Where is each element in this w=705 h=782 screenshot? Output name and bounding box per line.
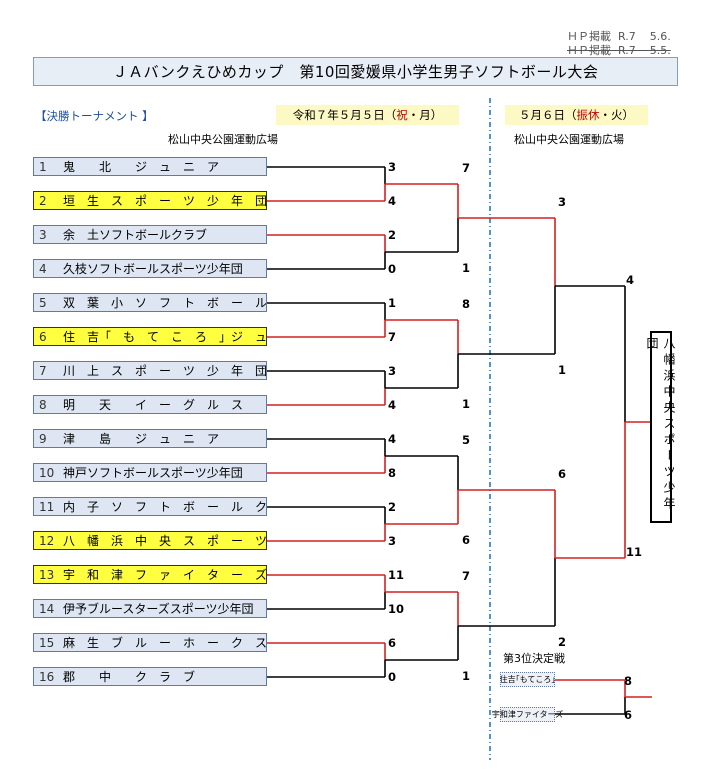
match-score: 3 <box>388 160 397 174</box>
team-number: 15 <box>39 635 55 650</box>
third-place-score-b: 6 <box>624 708 633 722</box>
section-label: 【決勝トーナメント 】 <box>35 109 154 123</box>
team-number: 10 <box>39 465 55 480</box>
team-name: 宇 和 津 フ ァ イ タ ー ズ <box>63 568 266 582</box>
team-box: 13 宇 和 津 フ ァ イ タ ー ズ <box>33 565 267 584</box>
match-score: 3 <box>388 364 397 378</box>
match-score: 1 <box>388 296 397 310</box>
team-number: 14 <box>39 601 55 616</box>
match-score: 6 <box>388 636 397 650</box>
team-box: 5 双 葉 小 ソ フ ト ボ ー ル 部 <box>33 293 267 312</box>
match-score: 7 <box>388 330 397 344</box>
match-score: 10 <box>388 602 405 616</box>
day2-venue: 松山中央公園運動広場 <box>514 133 624 146</box>
day2-date-suffix: ・火） <box>599 108 635 122</box>
match-score: 4 <box>388 194 397 208</box>
match-score: 5 <box>462 433 471 447</box>
team-name: 明 天 イ ー グ ル ス <box>63 398 244 412</box>
team-name: 垣 生 ス ポ ー ツ 少 年 団 <box>63 194 266 208</box>
team-number: 6 <box>39 329 47 344</box>
team-name: 神戸ソフトボールスポーツ少年団 <box>63 466 243 480</box>
match-score: 4 <box>388 432 397 446</box>
match-score: 0 <box>388 262 397 276</box>
day1-date: 令和７年５月５日（祝・月） <box>276 105 459 125</box>
team-name: 住 吉「 も て こ ろ 」ジ ュ ニ ア <box>63 330 266 344</box>
match-score: 4 <box>388 398 397 412</box>
match-score: 3 <box>388 534 397 548</box>
match-score: 1 <box>462 397 471 411</box>
match-score: 2 <box>558 635 567 649</box>
team-number: 1 <box>39 159 47 174</box>
match-score: 11 <box>626 545 643 559</box>
day2-date-prefix: ５月６日（ <box>519 108 577 122</box>
team-number: 7 <box>39 363 47 378</box>
day1-date-prefix: 令和７年５月５日（ <box>292 108 397 122</box>
third-place-label: 第3位決定戦 <box>503 652 565 665</box>
team-box: 3 余 土ソフトボールクラブ <box>33 225 267 244</box>
team-number: 2 <box>39 193 47 208</box>
posted-date-current: ＨＰ掲載 R.7 5.6. <box>567 30 671 43</box>
team-number: 13 <box>39 567 55 582</box>
posted-date-old: ＨＰ掲載 R.7 5.5. <box>567 44 671 57</box>
day1-date-suffix: ・月） <box>407 108 443 122</box>
match-score: 2 <box>388 228 397 242</box>
match-score: 7 <box>462 569 471 583</box>
team-name: 津 島 ジ ュ ニ ア <box>63 432 220 446</box>
team-box: 10 神戸ソフトボールスポーツ少年団 <box>33 463 267 482</box>
match-score: 7 <box>462 161 471 175</box>
team-number: 11 <box>39 499 55 514</box>
team-box: 4 久枝ソフトボールスポーツ少年団 <box>33 259 267 278</box>
team-number: 16 <box>39 669 55 684</box>
match-score: 1 <box>462 261 471 275</box>
team-box: 1 鬼 北 ジ ュ ニ ア <box>33 157 267 176</box>
team-box: 11 内 子 ソ フ ト ボ ー ル ク ラ ブ <box>33 497 267 516</box>
third-place-score-a: 8 <box>624 674 633 688</box>
team-number: 9 <box>39 431 47 446</box>
team-box: 7 川 上 ス ポ ー ツ 少 年 団 <box>33 361 267 380</box>
match-score: 11 <box>388 568 405 582</box>
team-name: 郡 中 ク ラ ブ <box>63 670 196 684</box>
team-number: 12 <box>39 533 55 548</box>
team-box: 14 伊予ブルースターズスポーツ少年団 <box>33 599 267 618</box>
team-box: 2 垣 生 ス ポ ー ツ 少 年 団 <box>33 191 267 210</box>
team-name: 余 土ソフトボールクラブ <box>63 228 208 242</box>
match-score: 6 <box>462 533 471 547</box>
match-score: 3 <box>558 195 567 209</box>
match-score: 8 <box>388 466 397 480</box>
champion-box: 八幡浜中央スポーツ少年団 <box>645 331 676 523</box>
match-score: 1 <box>462 669 471 683</box>
team-number: 5 <box>39 295 47 310</box>
match-score: 8 <box>462 297 471 311</box>
match-score: 0 <box>388 670 397 684</box>
team-name: 双 葉 小 ソ フ ト ボ ー ル 部 <box>63 296 266 310</box>
team-box: 6 住 吉「 も て こ ろ 」ジ ュ ニ ア <box>33 327 267 346</box>
match-score: 2 <box>388 500 397 514</box>
third-place-team-a: 住吉｢もてころ｣ <box>500 672 555 687</box>
team-name: 鬼 北 ジ ュ ニ ア <box>63 160 220 174</box>
day2-date: ５月６日（振休・火） <box>505 105 648 125</box>
tournament-title: ＪＡバンクえひめカップ 第10回愛媛県小学生男子ソフトボール大会 <box>33 57 678 86</box>
team-box: 8 明 天 イ ー グ ル ス <box>33 395 267 414</box>
team-number: 8 <box>39 397 47 412</box>
team-name: 久枝ソフトボールスポーツ少年団 <box>63 262 243 276</box>
team-name: 川 上 ス ポ ー ツ 少 年 団 <box>63 364 266 378</box>
team-number: 3 <box>39 227 47 242</box>
team-number: 4 <box>39 261 47 276</box>
day2-holiday: 振休 <box>576 108 600 122</box>
team-box: 12 八 幡 浜 中 央 ス ポ ー ツ 少 年 団 <box>33 531 267 550</box>
team-name: 伊予ブルースターズスポーツ少年団 <box>63 602 254 616</box>
team-name: 内 子 ソ フ ト ボ ー ル ク ラ ブ <box>63 500 266 514</box>
team-name: 麻 生 ブ ル ー ホ ー ク ス <box>63 636 266 650</box>
day1-holiday: 祝 <box>396 108 408 122</box>
match-score: 4 <box>626 273 635 287</box>
match-score: 6 <box>558 467 567 481</box>
day1-venue: 松山中央公園運動広場 <box>168 133 278 146</box>
team-name: 八 幡 浜 中 央 ス ポ ー ツ 少 年 団 <box>63 534 266 548</box>
team-box: 16 郡 中 ク ラ ブ <box>33 667 267 686</box>
team-box: 9 津 島 ジ ュ ニ ア <box>33 429 267 448</box>
third-place-team-b: 宇和津ファイターズ <box>492 707 563 722</box>
team-box: 15 麻 生 ブ ル ー ホ ー ク ス <box>33 633 267 652</box>
match-score: 1 <box>558 363 567 377</box>
